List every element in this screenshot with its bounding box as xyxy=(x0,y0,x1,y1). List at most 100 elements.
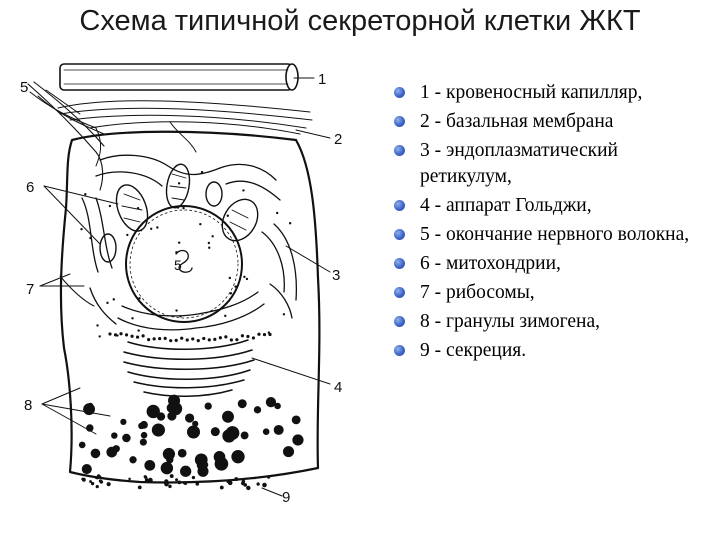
slide-title: Схема типичной секреторной клетки ЖКТ xyxy=(79,5,641,37)
bullet-icon xyxy=(394,316,405,327)
zymogen-granule xyxy=(169,402,178,411)
capillary xyxy=(59,63,299,91)
zymogen-granule xyxy=(225,426,240,440)
ribosome-dot xyxy=(138,297,141,300)
ribosome-dot xyxy=(199,222,202,226)
ribosome-dot xyxy=(106,301,109,305)
zymogen-granule xyxy=(253,406,262,414)
zymogen-granule xyxy=(192,420,199,427)
ribosome-dot xyxy=(235,338,239,342)
ribosome-dot xyxy=(137,329,140,332)
secretion-droplet xyxy=(89,480,92,483)
legend-item: 5 - окончание нервного волокна, xyxy=(392,222,712,248)
legend-item: 1 - кровеносный капилляр, xyxy=(392,80,712,106)
ribosome-dot xyxy=(152,337,156,341)
zymogen-granule xyxy=(265,396,277,408)
ribosome-dot xyxy=(242,189,245,192)
ribosome-dot xyxy=(119,332,123,336)
zymogen-granule xyxy=(83,403,96,416)
secretion-droplet xyxy=(169,474,174,478)
zymogen-granule xyxy=(167,411,177,421)
secretory-cell-diagram: 1 2 3 4 5 6 7 8 9 5 xyxy=(20,63,342,506)
ribosome-dot xyxy=(202,336,206,341)
secretion-droplet xyxy=(219,485,224,490)
bullet-icon xyxy=(394,345,405,356)
ribosome-strand xyxy=(59,275,95,307)
ribosome-dot xyxy=(98,335,101,338)
zymogen-granule xyxy=(282,446,295,458)
secretion-droplet xyxy=(137,485,142,490)
ribosome-dot xyxy=(229,292,233,295)
secretion-droplet xyxy=(253,476,257,480)
ribosome-dot xyxy=(96,324,99,327)
zymogen-granule xyxy=(237,399,247,409)
legend-item: 3 - эндоплазматический ретикулум, xyxy=(392,138,712,190)
zymogen-granule xyxy=(146,404,160,419)
secretion-droplet xyxy=(128,477,131,481)
ribosome-dot xyxy=(169,339,173,343)
secretion-droplet xyxy=(195,482,200,486)
bullet-icon xyxy=(394,145,405,156)
secretion-droplet xyxy=(175,478,179,482)
ribosome-dot xyxy=(196,339,200,343)
secretion-droplet xyxy=(90,481,95,486)
ribosome-dot xyxy=(207,338,211,342)
secretion-droplet xyxy=(94,476,98,480)
bullet-icon xyxy=(394,87,405,98)
ribosome-dot xyxy=(180,336,184,340)
zymogen-granule xyxy=(166,456,174,464)
zymogen-granule xyxy=(144,459,156,471)
ribosome-dot xyxy=(191,337,195,341)
legend-item: 4 - аппарат Гольджи, xyxy=(392,193,712,219)
bullet-icon xyxy=(394,229,405,240)
ribosome-dot xyxy=(176,206,180,209)
zymogen-granules xyxy=(78,394,304,477)
zymogen-granule xyxy=(201,461,209,469)
zymogen-granule xyxy=(186,425,201,439)
ribosome-dot xyxy=(229,338,233,342)
ribosome-dot xyxy=(156,226,159,229)
zymogen-granule xyxy=(240,431,249,440)
ribosome-dot xyxy=(175,251,178,254)
ribosome-dot xyxy=(224,335,228,339)
zymogen-granule xyxy=(90,448,101,459)
ribosome-dot xyxy=(224,314,227,318)
zymogen-granule xyxy=(213,451,226,463)
ribosome-dot xyxy=(257,332,261,336)
zymogen-granule xyxy=(262,428,270,436)
secretion-droplet xyxy=(266,475,271,479)
callout-6: 6 xyxy=(26,179,34,196)
zymogen-granule xyxy=(292,434,304,446)
zymogen-granule xyxy=(111,432,118,439)
callout-8: 8 xyxy=(24,397,32,414)
ribosome-dot xyxy=(213,337,217,341)
zymogen-granule xyxy=(86,424,94,432)
ribosome-dot xyxy=(80,227,83,231)
ribosome-dot xyxy=(163,336,167,340)
ribosome-dot xyxy=(112,298,115,301)
ribosome-dot xyxy=(246,334,250,339)
zymogen-granule xyxy=(231,450,245,464)
ribosome-dot xyxy=(174,338,178,342)
zymogen-granule xyxy=(78,441,86,449)
zymogen-granule xyxy=(120,418,127,426)
ribosome-dot xyxy=(177,182,181,185)
ribosome-dot xyxy=(177,241,181,244)
legend-item: 2 - базальная мембрана xyxy=(392,109,712,135)
callout-7: 7 xyxy=(26,281,34,298)
ribosome-dot xyxy=(207,241,211,245)
secretion-droplet xyxy=(191,475,196,480)
ribosome-dot xyxy=(175,309,178,312)
ribosome-dot xyxy=(179,315,182,318)
ribosome-dot xyxy=(208,246,211,249)
ribosome-dot xyxy=(130,334,134,338)
callout-1: 1 xyxy=(318,71,326,88)
ribosome-dot xyxy=(182,206,185,210)
secretion-droplet xyxy=(147,477,153,483)
secretion-droplet xyxy=(144,478,149,482)
ribosome-dot xyxy=(131,317,134,320)
ribosome-dot xyxy=(200,170,204,174)
golgi-apparatus xyxy=(123,339,255,397)
nucleus xyxy=(125,205,243,323)
zymogen-granule xyxy=(151,423,165,437)
